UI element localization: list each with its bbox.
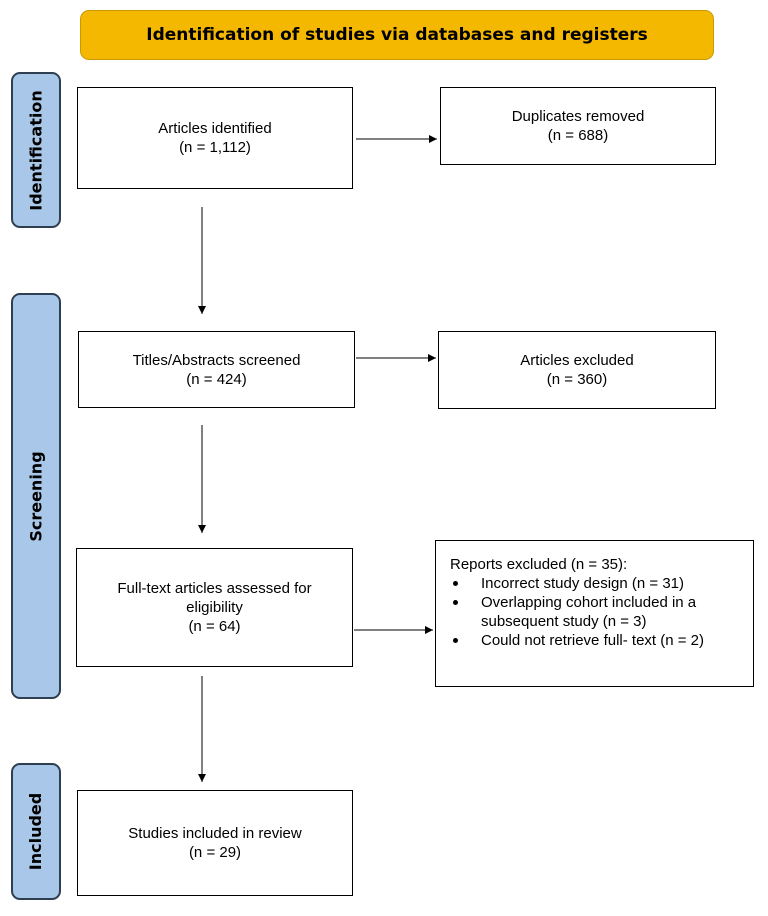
articles-identified-title: Articles identified (158, 120, 272, 137)
titles-screened-title: Titles/Abstracts screened (132, 351, 301, 369)
duplicates-removed-title: Duplicates removed (511, 108, 645, 125)
articles-identified-count: (n = 1,112) (179, 139, 251, 156)
header-title: Identification of studies via databases … (146, 25, 648, 45)
box-titles-screened: Titles/Abstracts screened (n = 424) (78, 331, 355, 408)
fulltext-assessed-title-line2: eligibility (186, 599, 243, 616)
phase-identification: Identification (11, 72, 61, 228)
studies-included-title: Studies included in review (128, 825, 302, 842)
phase-included: Included (11, 763, 61, 900)
fulltext-assessed-title-line1: Full-text articles assessed for (117, 580, 312, 597)
fulltext-assessed-count: (n = 64) (188, 618, 241, 635)
reports-excluded-title: Reports excluded (n = 35): (450, 556, 628, 573)
duplicates-removed-count: (n = 688) (547, 127, 609, 144)
box-studies-included: Studies included in review (n = 29) (77, 790, 353, 896)
box-reports-excluded: Reports excluded (n = 35): Incorrect stu… (435, 540, 754, 687)
reports-excluded-reason: Overlapping cohort included in a subsequ… (450, 593, 743, 631)
phase-screening: Screening (11, 293, 61, 699)
box-fulltext-assessed: Full-text articles assessed for eligibil… (76, 548, 353, 667)
articles-excluded-count: (n = 360) (546, 371, 608, 388)
box-articles-identified: Articles identified (n = 1,112) (77, 87, 353, 189)
reports-excluded-reason: Could not retrieve full- text (n = 2) (450, 631, 743, 650)
studies-included-count: (n = 29) (188, 844, 242, 861)
titles-screened-count: (n = 424) (186, 370, 247, 388)
box-duplicates-removed: Duplicates removed (n = 688) (440, 87, 716, 165)
reports-excluded-reasons: Incorrect study design (n = 31) Overlapp… (450, 574, 743, 650)
box-articles-excluded: Articles excluded (n = 360) (438, 331, 716, 409)
articles-excluded-title: Articles excluded (520, 352, 634, 369)
header-banner: Identification of studies via databases … (80, 10, 714, 60)
reports-excluded-reason: Incorrect study design (n = 31) (450, 574, 743, 593)
